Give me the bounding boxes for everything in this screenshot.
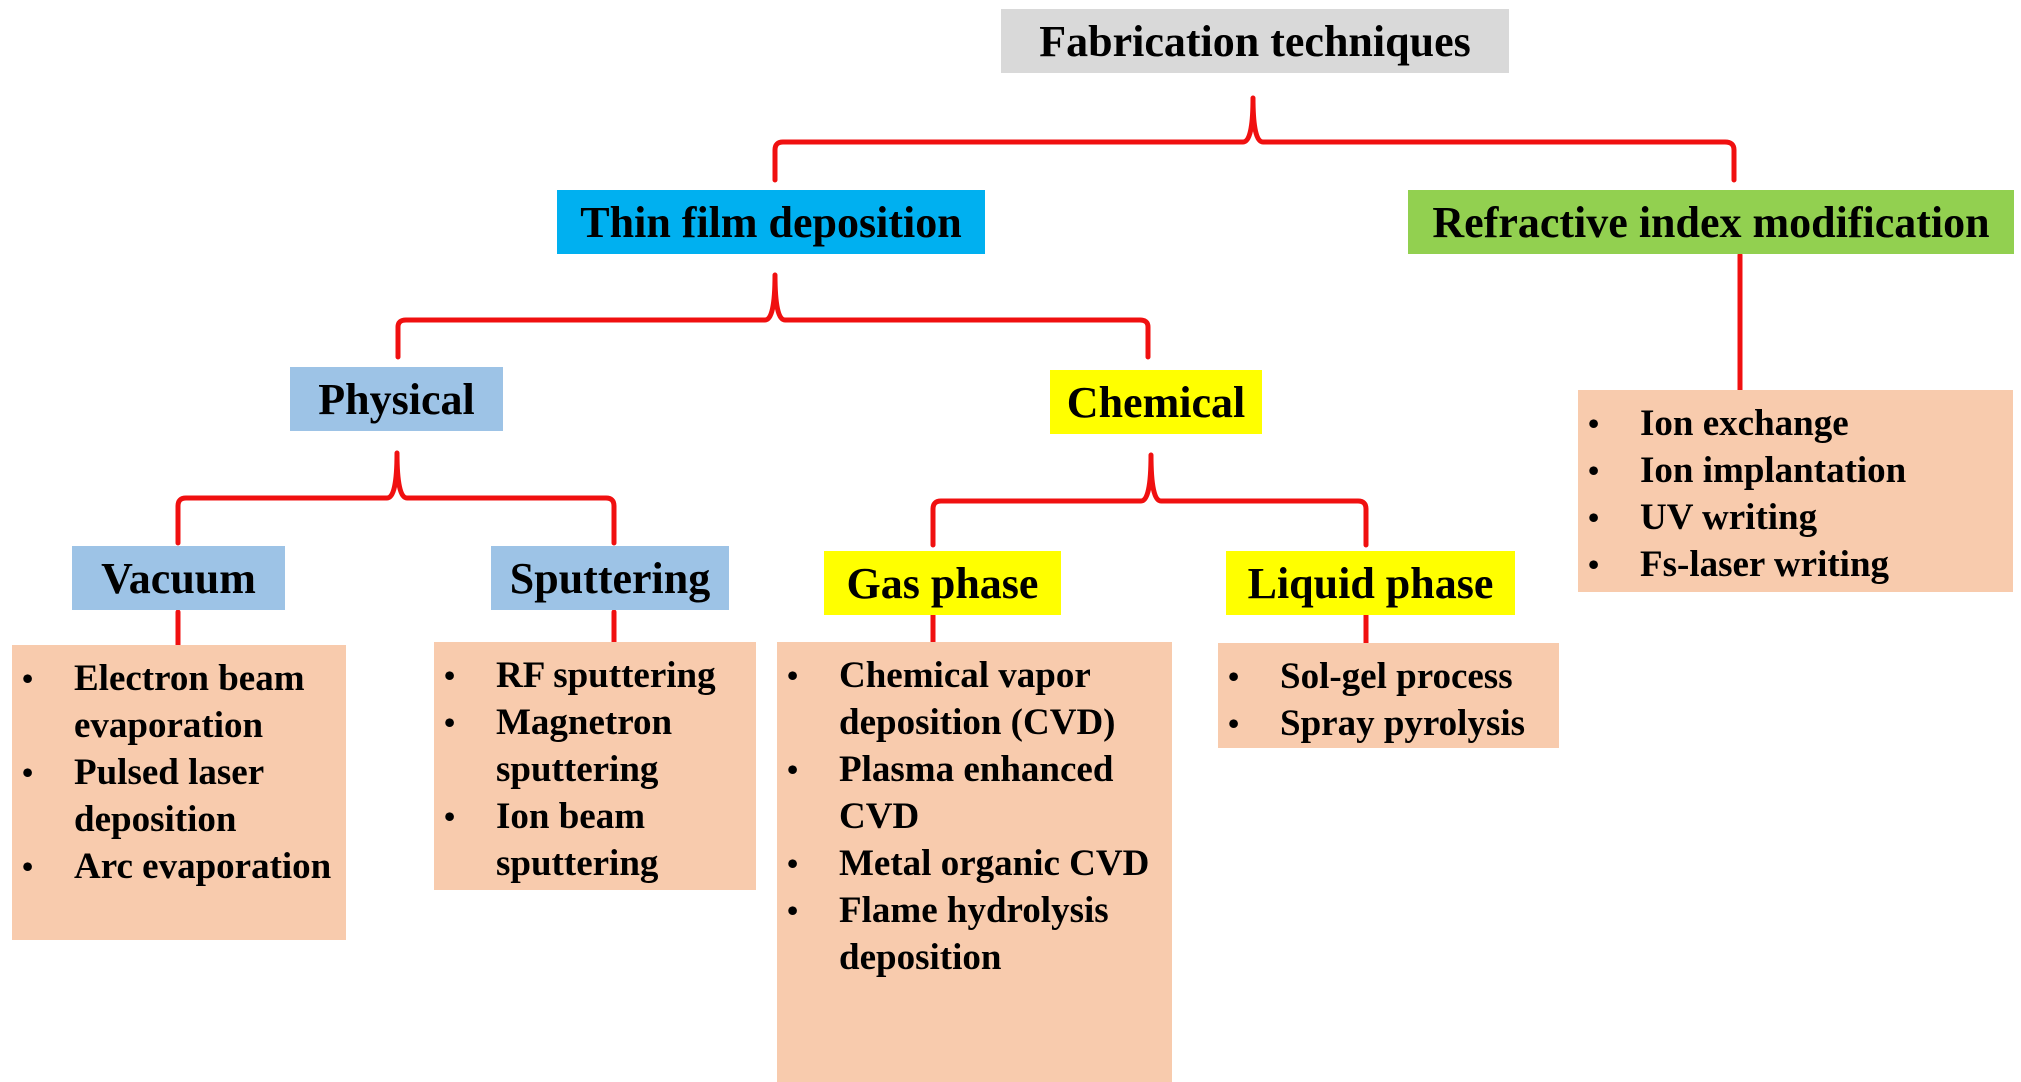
list-item: RF sputtering [434, 652, 756, 699]
node-gas-phase: Gas phase [824, 551, 1061, 615]
list-refractive-methods: Ion exchange Ion implantation UV writing… [1578, 390, 2013, 592]
list-liquid-phase-methods: Sol-gel process Spray pyrolysis [1218, 643, 1559, 748]
refractive-label: Refractive index modification [1432, 197, 1990, 247]
list-item: Metal organic CVD [777, 840, 1172, 887]
root-node-fabrication-techniques: Fabrication techniques [1001, 9, 1509, 73]
list-gas-phase-methods: Chemical vapor deposition (CVD) Plasma e… [777, 642, 1172, 1082]
node-liquid-phase: Liquid phase [1226, 551, 1515, 615]
gas-phase-label: Gas phase [846, 558, 1039, 608]
list-item: Ion beam sputtering [434, 793, 756, 887]
list-item: Fs-laser writing [1578, 541, 2013, 588]
connector-group [175, 95, 1743, 649]
physical-label: Physical [318, 374, 475, 424]
node-physical: Physical [290, 367, 503, 431]
thin-film-label: Thin film deposition [580, 197, 962, 247]
list-item: UV writing [1578, 494, 2013, 541]
node-refractive-index-modification: Refractive index modification [1408, 190, 2014, 254]
list-item: Magnetron sputtering [434, 699, 756, 793]
vacuum-label: Vacuum [101, 553, 256, 603]
node-thin-film-deposition: Thin film deposition [557, 190, 985, 254]
chemical-label: Chemical [1066, 377, 1246, 427]
sputtering-label: Sputtering [509, 553, 711, 603]
list-item: Flame hydrolysis deposition [777, 887, 1172, 981]
brace-thin-film [395, 272, 1151, 360]
list-sputtering-methods: RF sputtering Magnetron sputtering Ion b… [434, 642, 756, 890]
list-item: Electron beam evaporation [12, 655, 346, 749]
list-item: Spray pyrolysis [1218, 700, 1559, 747]
brace-physical [175, 450, 617, 546]
list-vacuum-methods: Electron beam evaporation Pulsed laser d… [12, 645, 346, 940]
list-item: Chemical vapor deposition (CVD) [777, 652, 1172, 746]
list-item: Ion exchange [1578, 400, 2013, 447]
list-item: Sol-gel process [1218, 653, 1559, 700]
brace-root [772, 95, 1737, 183]
list-item: Ion implantation [1578, 447, 2013, 494]
node-vacuum: Vacuum [72, 546, 285, 610]
node-chemical: Chemical [1050, 370, 1262, 434]
list-item: Pulsed laser deposition [12, 749, 346, 843]
root-label: Fabrication techniques [1039, 16, 1471, 66]
node-sputtering: Sputtering [491, 546, 729, 610]
liquid-phase-label: Liquid phase [1247, 558, 1494, 608]
brace-chemical [930, 452, 1369, 548]
list-item: Arc evaporation [12, 843, 346, 890]
list-item: Plasma enhanced CVD [777, 746, 1172, 840]
